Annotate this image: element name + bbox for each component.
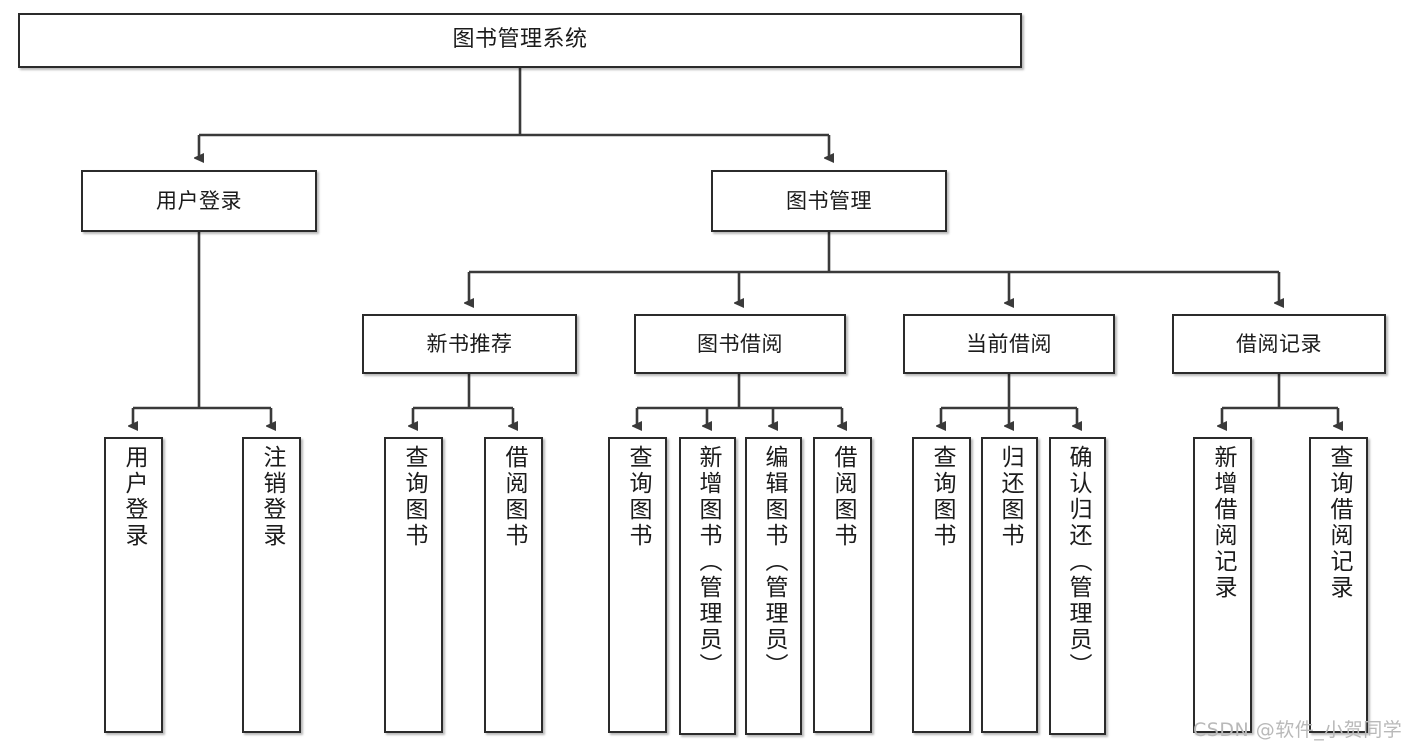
node-new-book-recommend[interactable]: 新书推荐 [362,314,577,374]
node-current-borrow[interactable]: 当前借阅 [903,314,1115,374]
leaf-edit-book-admin[interactable]: 编辑图书（管理员） [745,437,802,735]
leaf-query-book-current[interactable]: 查询图书 [912,437,971,733]
node-label: 确认归还（管理员） [1065,445,1091,679]
leaf-query-book-borrow[interactable]: 查询图书 [608,437,667,733]
node-label: 当前借阅 [966,331,1052,356]
node-book-borrow[interactable]: 图书借阅 [634,314,846,374]
leaf-logout[interactable]: 注销登录 [242,437,301,733]
node-label: 新书推荐 [426,331,513,356]
node-label: 查询图书 [625,445,651,549]
leaf-query-book-recommend[interactable]: 查询图书 [384,437,443,733]
node-root-system[interactable]: 图书管理系统 [18,13,1022,68]
node-label: 图书管理系统 [452,27,588,53]
leaf-query-borrow-record[interactable]: 查询借阅记录 [1309,437,1368,733]
node-label: 查询图书 [401,445,427,549]
csdn-watermark: CSDN @软件_小贺同学 [1193,719,1403,741]
leaf-borrow-book[interactable]: 借阅图书 [813,437,872,733]
leaf-borrow-book-recommend[interactable]: 借阅图书 [484,437,543,733]
leaf-add-borrow-record[interactable]: 新增借阅记录 [1193,437,1252,733]
node-label: 用户登录 [156,188,242,213]
node-label: 借阅图书 [830,445,856,549]
node-borrow-record[interactable]: 借阅记录 [1172,314,1386,374]
node-label: 图书借阅 [697,331,783,356]
leaf-user-login[interactable]: 用户登录 [104,437,163,733]
node-label: 归还图书 [997,445,1023,549]
node-user-login[interactable]: 用户登录 [81,170,317,232]
node-label: 查询借阅记录 [1326,445,1352,601]
node-label: 注销登录 [259,445,285,549]
leaf-confirm-return-admin[interactable]: 确认归还（管理员） [1049,437,1106,735]
node-label: 编辑图书（管理员） [761,445,787,679]
node-book-management[interactable]: 图书管理 [711,170,947,232]
leaf-add-book-admin[interactable]: 新增图书（管理员） [679,437,736,735]
node-label: 图书管理 [786,188,872,213]
node-label: 借阅记录 [1236,331,1322,356]
node-label: 新增借阅记录 [1210,445,1236,601]
leaf-return-book[interactable]: 归还图书 [981,437,1038,733]
node-label: 新增图书（管理员） [695,445,721,679]
node-label: 用户登录 [121,445,147,549]
node-label: 查询图书 [929,445,955,549]
node-label: 借阅图书 [501,445,527,549]
